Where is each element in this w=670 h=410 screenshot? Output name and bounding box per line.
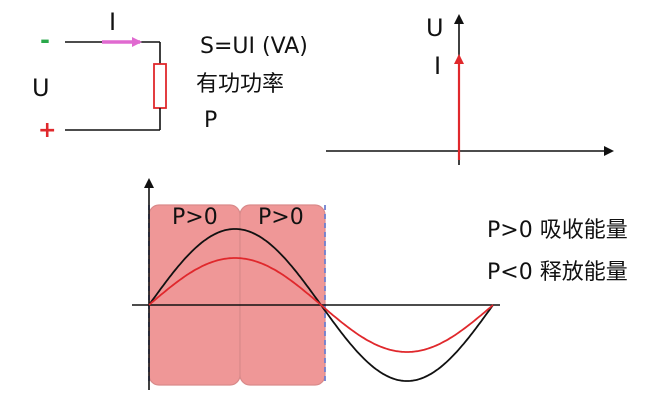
voltage-label: U: [32, 74, 50, 102]
phasor-u-label: U: [426, 14, 444, 42]
active-power-label: 有功功率: [196, 72, 285, 97]
release-note: P<0 释放能量: [487, 260, 628, 285]
waveform-plot: [132, 178, 500, 390]
current-label: I: [109, 8, 117, 36]
minus-sign: -: [40, 26, 50, 54]
circuit: [65, 37, 167, 131]
region-1-label: P>0: [172, 205, 218, 230]
phasor-i-label: I: [434, 52, 442, 80]
resistor-icon: [153, 63, 167, 109]
region-1: [148, 204, 241, 386]
phasor-diagram: [326, 14, 614, 165]
plus-sign: +: [38, 118, 57, 143]
power-symbol: P: [204, 108, 218, 133]
region-2-label: P>0: [258, 205, 304, 230]
absorb-note: P>0 吸收能量: [487, 218, 628, 243]
current-wave: [148, 257, 494, 353]
apparent-power-formula: S=UI (VA): [200, 34, 308, 59]
